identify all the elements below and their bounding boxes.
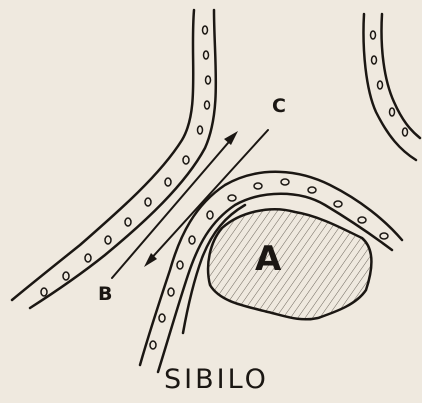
label-a: A bbox=[255, 242, 281, 276]
left-airway-wall bbox=[12, 10, 216, 308]
right-airway-wall bbox=[364, 14, 421, 160]
mass-a bbox=[208, 209, 371, 319]
label-c: C bbox=[272, 97, 286, 116]
caption: SIBILO bbox=[164, 366, 269, 393]
label-b: B bbox=[98, 285, 112, 304]
